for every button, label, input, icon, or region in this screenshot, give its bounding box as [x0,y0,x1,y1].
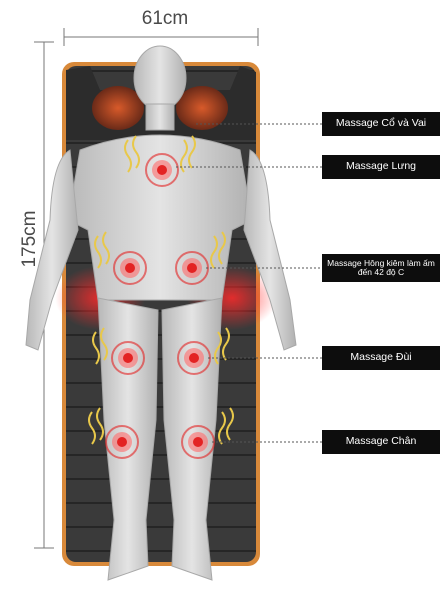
massage-hotspots [105,153,215,459]
hotspot-thigh-left [111,341,145,375]
callout-leg: Massage Chân [322,430,440,454]
hotspot-hip-left [113,251,147,285]
width-dimension-line [63,28,259,46]
hotspot-back [145,153,179,187]
heat-wave-icons [88,135,234,445]
height-label: 175cm [19,210,40,268]
width-label: 61cm [141,8,189,29]
callout-back: Massage Lưng [322,155,440,179]
human-figure [25,45,297,581]
callout-leader-lines [176,123,322,443]
callout-neck-shoulder: Massage Cổ và Vai [322,112,440,136]
hotspot-leg-right [181,425,215,459]
callout-thigh: Massage Đùi [322,346,440,370]
callout-hip-heating: Massage Hông kiêm làm ấm đến 42 độ C [322,254,440,282]
hotspot-hip-right [175,251,209,285]
hotspot-leg-left [105,425,139,459]
